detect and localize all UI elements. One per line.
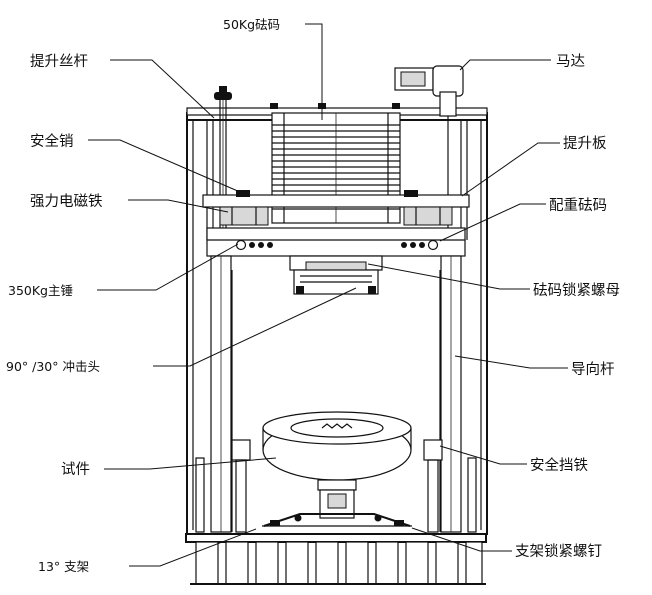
- label-lift-plate: 提升板: [563, 134, 607, 152]
- label-safety-pin: 安全销: [30, 132, 74, 150]
- motor: [394, 65, 464, 240]
- label-bracket-13: 13° 支架: [38, 559, 89, 574]
- label-guide-rod: 导向杆: [571, 361, 615, 378]
- leader-lines: [88, 23, 568, 567]
- label-weight-lock-nut: 砝码锁紧螺母: [533, 282, 620, 299]
- label-safety-stop: 安全挡铁: [530, 456, 588, 474]
- label-specimen: 试件: [61, 461, 90, 478]
- label-motor: 马达: [556, 53, 585, 70]
- main-hammer: [206, 227, 466, 257]
- bracket: [262, 479, 412, 527]
- label-weight-50kg: 50Kg砝码: [223, 17, 280, 32]
- label-bracket-lock-screw: 支架锁紧螺钉: [515, 543, 602, 560]
- base-feet: [185, 533, 487, 585]
- label-lift-screw: 提升丝杆: [30, 53, 88, 70]
- label-main-hammer: 350Kg主锤: [8, 283, 73, 298]
- label-counter-weight: 配重砝码: [549, 197, 607, 214]
- lift-plate: [202, 190, 470, 226]
- callout-labels: 50Kg砝码 提升丝杆 马达 安全销 提升板 强力电磁铁 配重砝码 350Kg主…: [6, 17, 620, 574]
- impact-head: [289, 255, 383, 295]
- label-impact-head: 90° /30° 冲击头: [6, 359, 100, 374]
- safety-stops: [195, 439, 477, 533]
- specimen-tyre: [262, 411, 412, 481]
- machine-drawing: [185, 65, 488, 585]
- label-electromagnet: 强力电磁铁: [30, 193, 103, 210]
